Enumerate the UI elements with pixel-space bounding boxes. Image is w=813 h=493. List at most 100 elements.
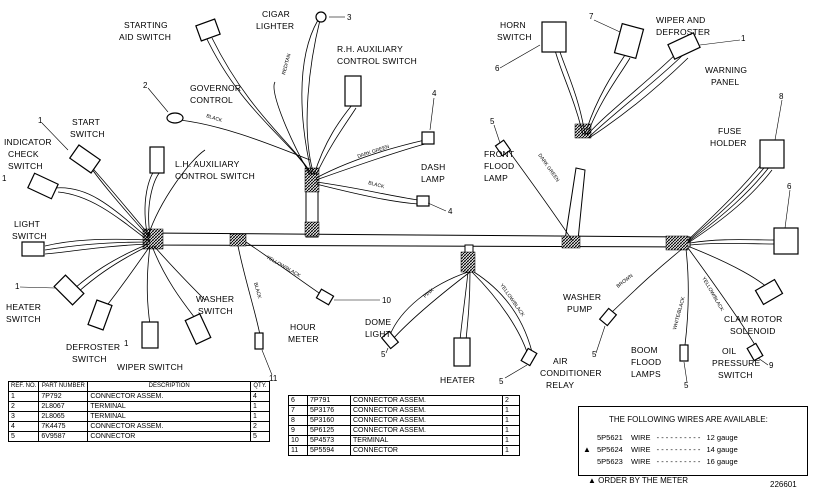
available-wires-header: THE FOLLOWING WIRES ARE AVAILABLE: <box>609 415 768 424</box>
junction-marks <box>142 123 689 273</box>
wire-gauge: 14 gauge <box>706 445 738 454</box>
callout-dash-bottom: 4 <box>448 207 453 216</box>
cell-part: 2L8067 <box>38 401 89 412</box>
cell-qty: 1 <box>250 401 270 412</box>
cell-part: 5P3176 <box>307 405 351 416</box>
cell-desc: TERMINAL <box>87 401 251 412</box>
cell-ref: 9 <box>288 425 308 436</box>
cell-ref: 10 <box>288 435 308 446</box>
callout-start: 1 <box>38 116 43 125</box>
cell-ref: 1 <box>7 391 40 402</box>
upper-center-branch <box>179 19 426 205</box>
cell-part: 7P791 <box>307 395 351 406</box>
callout-fuse: 8 <box>779 92 784 101</box>
cell-part: 7K4475 <box>38 421 89 432</box>
callout-washer-pump: 5 <box>592 350 597 359</box>
header-qty: QTY. <box>250 381 270 392</box>
callout-defroster: 1 <box>124 339 129 348</box>
wire-color-yellow-black-ac: YELLOW/BLACK <box>498 283 525 319</box>
cell-part: 2L8065 <box>38 411 89 422</box>
callout-ac-relay: 5 <box>499 377 504 386</box>
cell-part: 5P5594 <box>307 445 351 456</box>
order-marker: ▲ <box>583 445 591 454</box>
wire-color-red-tan: RED/TAN <box>281 53 292 76</box>
cell-part: 5P3160 <box>307 415 351 426</box>
figure-number: 226601 <box>770 480 797 489</box>
callout-warning: 1 <box>741 34 746 43</box>
wire-color-dark-green: DARK GREEN <box>357 144 391 160</box>
wire-row: 5P5623 WIRE - - - - - - - - - - 16 gauge <box>597 457 738 466</box>
right-wire-bundle <box>611 159 776 346</box>
header-part-number: PART NUMBER <box>38 381 89 392</box>
right-upper-branch <box>554 49 689 139</box>
cell-desc: CONNECTOR ASSEM. <box>350 395 503 406</box>
cell-desc: CONNECTOR ASSEM. <box>350 405 503 416</box>
wire-label: WIRE <box>630 457 651 466</box>
cell-desc: TERMINAL <box>87 411 251 422</box>
wire-color-pink: PINK <box>422 287 435 300</box>
lower-wires <box>237 149 573 356</box>
wire-part: 5P5623 <box>597 457 623 466</box>
callout-horn: 6 <box>495 64 500 73</box>
label-wiper-switch: WIPER SWITCH <box>117 362 183 372</box>
wire-color-brown: BROWN <box>616 273 635 290</box>
wire-color-black-dash: BLACK <box>367 180 385 190</box>
wire-part: 5P5621 <box>597 433 623 442</box>
callout-boom: 5 <box>684 381 689 390</box>
main-harness-trunk <box>149 167 691 273</box>
label-heater: HEATER <box>440 375 475 385</box>
order-footnote: ▲ ORDER BY THE METER <box>588 476 689 485</box>
cell-ref: 7 <box>288 405 308 416</box>
cell-desc: CONNECTOR <box>350 445 503 456</box>
cell-qty: 1 <box>502 425 520 436</box>
cell-qty: 1 <box>502 435 520 446</box>
cell-ref: 11 <box>288 445 308 456</box>
header-description: DESCRIPTION <box>87 381 251 392</box>
callout-heater-switch: 1 <box>15 282 20 291</box>
callout-front-flood: 5 <box>490 117 495 126</box>
callout-dash-top: 4 <box>432 89 437 98</box>
cell-ref: 8 <box>288 415 308 426</box>
cell-part: 5P6125 <box>307 425 351 436</box>
callout-right-6: 6 <box>787 182 792 191</box>
wire-color-black-hour: BLACK <box>252 282 262 300</box>
wire-color-yellow-black: YELLOW/BLACK <box>265 255 302 280</box>
callout-indicator: 1 <box>2 174 7 183</box>
callout-wiper-defroster: 7 <box>589 12 594 21</box>
wire-gauge: 12 gauge <box>706 433 738 442</box>
cell-part: 7P792 <box>38 391 89 402</box>
callout-cigar: 3 <box>347 13 352 22</box>
wire-row: 5P5624 WIRE - - - - - - - - - - 14 gauge <box>597 445 738 454</box>
cell-qty: 1 <box>250 411 270 422</box>
cell-desc: CONNECTOR ASSEM. <box>87 421 251 432</box>
